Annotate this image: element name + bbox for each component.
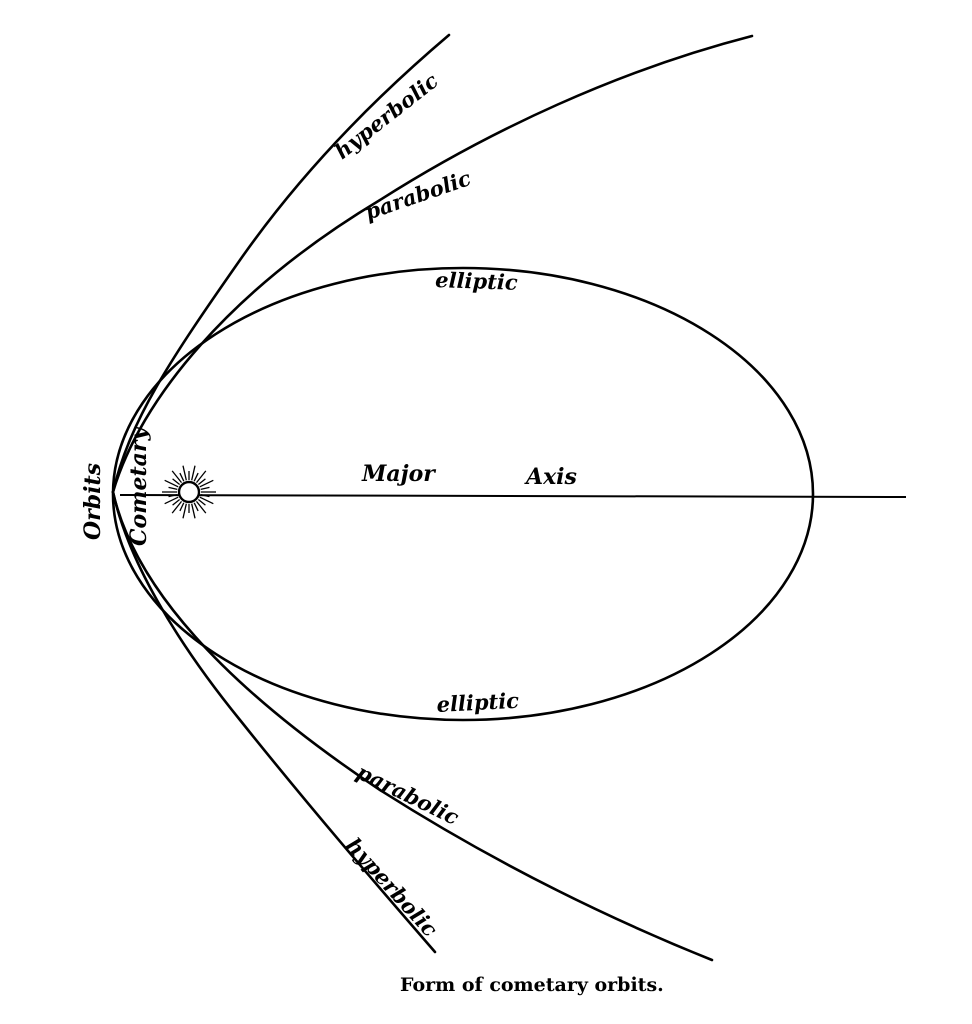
sun-ray (191, 503, 196, 519)
label-axis: Axis (524, 464, 577, 490)
sun-ray (172, 478, 181, 486)
sun-ray (164, 479, 179, 488)
sun-ray (199, 496, 214, 505)
parabolic-orbit-upper (111, 34, 754, 494)
sun-ray (168, 486, 178, 490)
sun-ray (179, 472, 185, 482)
major-axis-line (119, 494, 907, 498)
label-orbits: Orbits (80, 463, 106, 540)
label-elliptic-upper: elliptic (435, 267, 518, 295)
sun-ray (200, 494, 210, 498)
label-hyperbolic-upper: hyperbolic (330, 68, 443, 164)
sun-icon (162, 465, 216, 519)
sun-ray (164, 496, 179, 505)
sun-ray (193, 472, 199, 482)
sun-ray (197, 498, 206, 506)
label-hyperbolic-lower: hyperbolic (341, 833, 443, 942)
sun-ray (199, 479, 214, 488)
sun-ray (182, 503, 187, 519)
hyperbolic-orbit-upper (111, 33, 451, 494)
label-parabolic-lower: parabolic (353, 759, 463, 830)
sun-ray (172, 498, 181, 506)
sun-ray (171, 500, 183, 514)
hyperbolic-orbit-lower (111, 490, 437, 954)
sun-ray (191, 465, 196, 481)
sun-ray (195, 470, 207, 484)
sun-ray (200, 486, 210, 490)
label-parabolic-upper: parabolic (361, 165, 474, 225)
sun-ray (195, 500, 207, 514)
sun-ray (179, 502, 185, 512)
sun-ray (171, 470, 183, 484)
elliptic-orbit (111, 266, 815, 722)
sun-ray (197, 478, 206, 486)
label-cometary: Cometary (126, 426, 152, 546)
label-elliptic-lower: elliptic (436, 688, 520, 717)
parabolic-orbit-lower (111, 490, 714, 962)
label-major: Major (361, 461, 436, 487)
sun-ray (193, 502, 199, 512)
sun-ray (168, 494, 178, 498)
sun-ray (182, 465, 187, 481)
figure-caption: Form of cometary orbits. (400, 974, 664, 996)
